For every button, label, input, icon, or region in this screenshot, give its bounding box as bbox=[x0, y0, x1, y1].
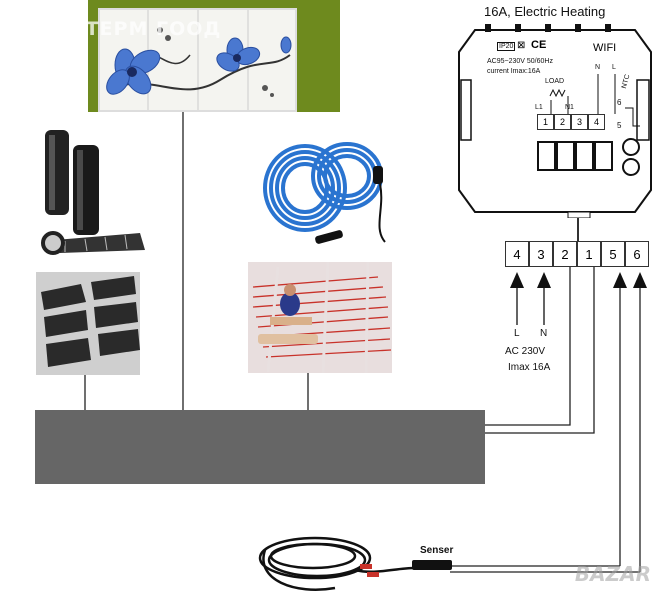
hub-to-terminal-2-wire bbox=[485, 263, 571, 426]
hub-to-terminal-1-wire bbox=[485, 263, 595, 434]
terminal-3: 3 bbox=[529, 241, 553, 267]
flower-icon bbox=[106, 10, 292, 110]
current-spec: current Imax:16A bbox=[487, 68, 541, 75]
power-voltage-label: AC 230V bbox=[505, 346, 546, 357]
power-n-label: N bbox=[540, 328, 548, 339]
device-terminal-row: 1 2 3 4 bbox=[537, 114, 605, 130]
power-l-label: L bbox=[514, 328, 520, 339]
heating-film-rolls-image bbox=[35, 125, 145, 255]
recycle-bin-icon: ⊠ bbox=[517, 40, 526, 51]
power-current-label: Imax 16A bbox=[508, 362, 551, 373]
l-label: L bbox=[612, 64, 616, 71]
device-terminal: 3 bbox=[571, 114, 588, 130]
heating-panel-image bbox=[88, 0, 340, 112]
voltage-spec: AC95~230V 50/60Hz bbox=[487, 58, 553, 65]
arrow-up-icon bbox=[510, 272, 524, 288]
side-6-label: 6 bbox=[617, 98, 622, 107]
device-terminal: 1 bbox=[537, 114, 554, 130]
sensor-cable-image bbox=[255, 520, 425, 598]
n-label: N bbox=[595, 64, 601, 71]
side-5-label: 5 bbox=[617, 121, 622, 130]
ip-badge: IP20 bbox=[497, 42, 516, 51]
terminal-2: 2 bbox=[553, 241, 577, 267]
thermostat-device: IP20 ⊠ CE WIFI AC95~230V 50/60Hz current… bbox=[455, 22, 654, 218]
terminal-5: 5 bbox=[601, 241, 625, 267]
device-title: 16A, Electric Heating bbox=[484, 4, 606, 19]
terminal-block: 4 3 2 1 5 6 bbox=[505, 241, 649, 267]
watermark-text: АКУАТЕРМ ГООД bbox=[22, 18, 222, 40]
terminal-6: 6 bbox=[625, 241, 649, 267]
heating-film-floor-image bbox=[36, 272, 140, 375]
sensor-probe bbox=[412, 560, 452, 570]
panel-canvas bbox=[98, 8, 297, 112]
device-terminal: 2 bbox=[554, 114, 571, 130]
ce-mark: CE bbox=[531, 39, 547, 51]
load-label: LOAD bbox=[545, 78, 565, 85]
arrow-up-icon bbox=[613, 272, 627, 288]
cable-installation-image bbox=[248, 261, 392, 374]
n1-label: N1 bbox=[565, 104, 574, 111]
terminal-1: 1 bbox=[577, 241, 601, 267]
l1-label: L1 bbox=[535, 104, 543, 111]
arrow-up-icon bbox=[633, 272, 647, 288]
connection-hub-block bbox=[35, 410, 485, 484]
wifi-label: WIFI bbox=[593, 42, 617, 54]
load-icon bbox=[549, 88, 566, 98]
device-terminal: 4 bbox=[588, 114, 605, 130]
watermark-bottom-text: BAZAR bbox=[574, 562, 651, 586]
sensor-label: Senser bbox=[420, 545, 454, 556]
heating-cable-rolls-image bbox=[255, 138, 395, 248]
arrow-up-icon bbox=[537, 272, 551, 288]
terminal-4: 4 bbox=[505, 241, 529, 267]
